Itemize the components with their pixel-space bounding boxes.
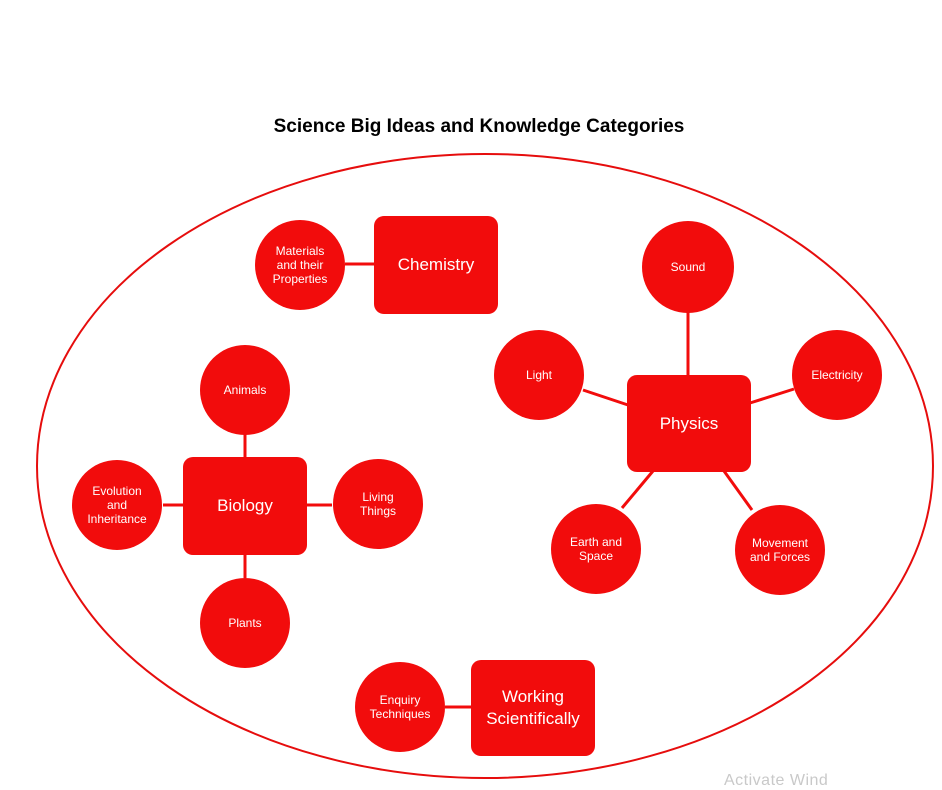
node-biology: Biology (183, 457, 307, 555)
node-earth-space: Earth and Space (551, 504, 641, 594)
node-living-things: Living Things (333, 459, 423, 549)
node-electricity-label: Electricity (811, 368, 863, 382)
node-movement-forces: Movement and Forces (735, 505, 825, 595)
node-sound-label: Sound (670, 260, 706, 274)
node-chemistry-label: Chemistry (397, 255, 475, 274)
node-plants: Plants (200, 578, 290, 668)
node-working-scientifically: Working Scientifically (471, 660, 595, 756)
link-physics-electricity (749, 387, 795, 405)
node-enquiry-techniques: Enquiry Techniques (355, 662, 445, 752)
node-electricity: Electricity (792, 330, 882, 420)
activation-watermark: Activate Wind (724, 772, 829, 789)
link-physics-earth-space (620, 470, 655, 509)
node-physics: Physics (627, 375, 751, 472)
node-evolution-inheritance: Evolution and Inheritance (72, 460, 162, 550)
node-movement-forces-label: Movement and Forces (749, 536, 811, 564)
node-enquiry-techniques-label: Enquiry Techniques (369, 693, 431, 721)
page-title: Science Big Ideas and Knowledge Categori… (273, 116, 685, 137)
node-physics-label: Physics (659, 413, 719, 433)
link-physics-light (582, 388, 629, 407)
node-materials-properties: Materials and their Properties (255, 220, 345, 310)
link-physics-movement-forces (722, 470, 754, 511)
node-light: Light (494, 330, 584, 420)
node-chemistry: Chemistry (374, 216, 498, 314)
node-plants-label: Plants (228, 616, 262, 630)
node-light-label: Light (525, 368, 553, 382)
node-earth-space-label: Earth and Space (569, 535, 623, 563)
node-materials-properties-label: Materials and their Properties (272, 244, 328, 286)
node-animals-label: Animals (223, 383, 267, 397)
node-working-scientifically-label: Working Scientifically (486, 687, 580, 728)
node-animals: Animals (200, 345, 290, 435)
node-sound: Sound (642, 221, 734, 313)
boundary-ellipse (36, 153, 934, 779)
node-living-things-label: Living Things (359, 490, 397, 518)
node-evolution-inheritance-label: Evolution and Inheritance (87, 484, 147, 526)
node-biology-label: Biology (217, 496, 273, 515)
